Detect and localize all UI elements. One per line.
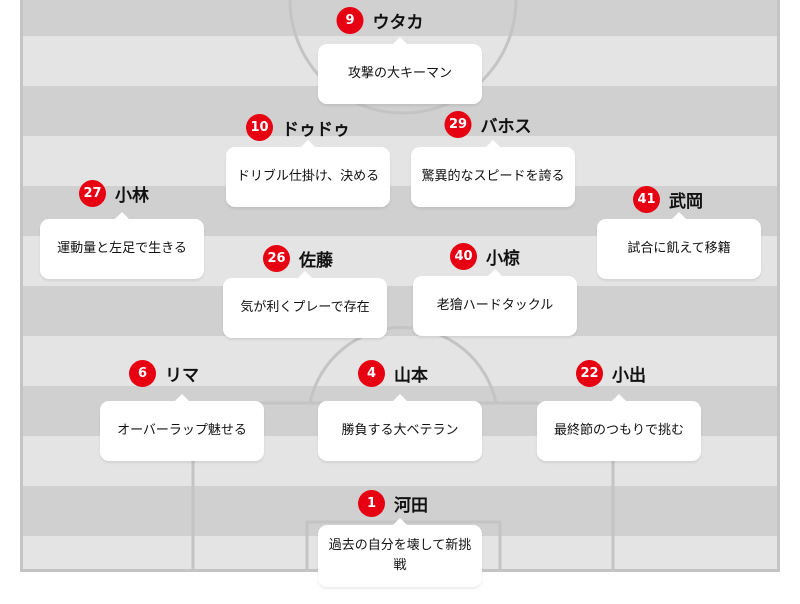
player-comment-card: 試合に飢えて移籍	[597, 212, 761, 279]
player-label: 22 小出	[576, 359, 646, 387]
player-comment-card: 勝負する大ベテラン	[318, 394, 482, 461]
player-number-badge: 22	[576, 359, 603, 387]
player-name: 小林	[115, 185, 149, 206]
player-comment: 勝負する大ベテラン	[341, 423, 459, 438]
player-comment: 運動量と左足で生きる	[57, 241, 187, 256]
player-comment-card: 驚異的なスピードを誇る	[411, 140, 575, 207]
player-comment-card: オーバーラップ魅せる	[100, 394, 264, 461]
player-number-badge: 40	[450, 242, 477, 270]
player-number-badge: 29	[444, 110, 472, 138]
player-comment: 驚異的なスピードを誇る	[421, 169, 565, 184]
player-comment: 攻撃の大キーマン	[347, 66, 452, 81]
player-number-badge: 9	[336, 6, 364, 34]
player-comment-card: 過去の自分を壊して新挑戦	[318, 518, 482, 587]
player-number-badge: 27	[79, 179, 106, 207]
player-name: 小椋	[486, 248, 520, 269]
player-comment: 試合に飢えて移籍	[627, 241, 731, 256]
player-label: 27 小林	[79, 179, 149, 207]
player-comment-card: ドリブル仕掛け、決める	[226, 140, 390, 207]
player-comment: 最終節のつもりで挑む	[553, 423, 684, 438]
player-comment: 過去の自分を壊して新挑戦	[328, 538, 472, 573]
player-number-badge: 1	[358, 489, 385, 517]
player-label: 4 山本	[358, 359, 428, 387]
player-comment-card: 老獪ハードタックル	[413, 269, 577, 336]
player-label: 26 佐藤	[263, 244, 333, 272]
player-name: 山本	[394, 365, 428, 386]
player-label: 40 小椋	[450, 242, 520, 270]
player-comment-card: 最終節のつもりで挑む	[537, 394, 701, 461]
player-name: 河田	[394, 495, 428, 516]
player-name: リマ	[165, 365, 199, 386]
penalty-arc	[308, 325, 498, 404]
player-name: ウタカ	[372, 12, 424, 33]
player-comment: ドリブル仕掛け、決める	[236, 169, 380, 184]
center-circle	[288, 0, 518, 115]
player-number-badge: 41	[633, 185, 660, 213]
player-name: バホス	[480, 116, 532, 137]
field-stripe	[23, 0, 777, 36]
player-comment: 気が利くプレーで存在	[240, 300, 370, 315]
player-name: 佐藤	[299, 250, 333, 271]
player-number-badge: 26	[263, 244, 290, 272]
player-comment-card: 気が利くプレーで存在	[223, 271, 387, 338]
player-label: 1 河田	[358, 489, 428, 517]
player-label: 41 武岡	[633, 185, 703, 213]
player-label: 29 バホス	[444, 110, 532, 138]
player-comment: オーバーラップ魅せる	[117, 423, 247, 438]
player-number-badge: 10	[246, 113, 273, 141]
player-number-badge: 6	[129, 359, 156, 387]
player-comment-card: 攻撃の大キーマン	[318, 37, 482, 104]
player-name: 武岡	[669, 191, 703, 212]
player-label: 6 リマ	[129, 359, 199, 387]
player-name: ドゥドゥ	[282, 119, 350, 140]
player-name: 小出	[612, 365, 646, 386]
player-comment: 老獪ハードタックル	[436, 298, 554, 313]
player-label: 9 ウタカ	[336, 6, 424, 34]
player-label: 10 ドゥドゥ	[246, 113, 350, 141]
player-comment-card: 運動量と左足で生きる	[40, 212, 204, 279]
player-number-badge: 4	[358, 359, 385, 387]
